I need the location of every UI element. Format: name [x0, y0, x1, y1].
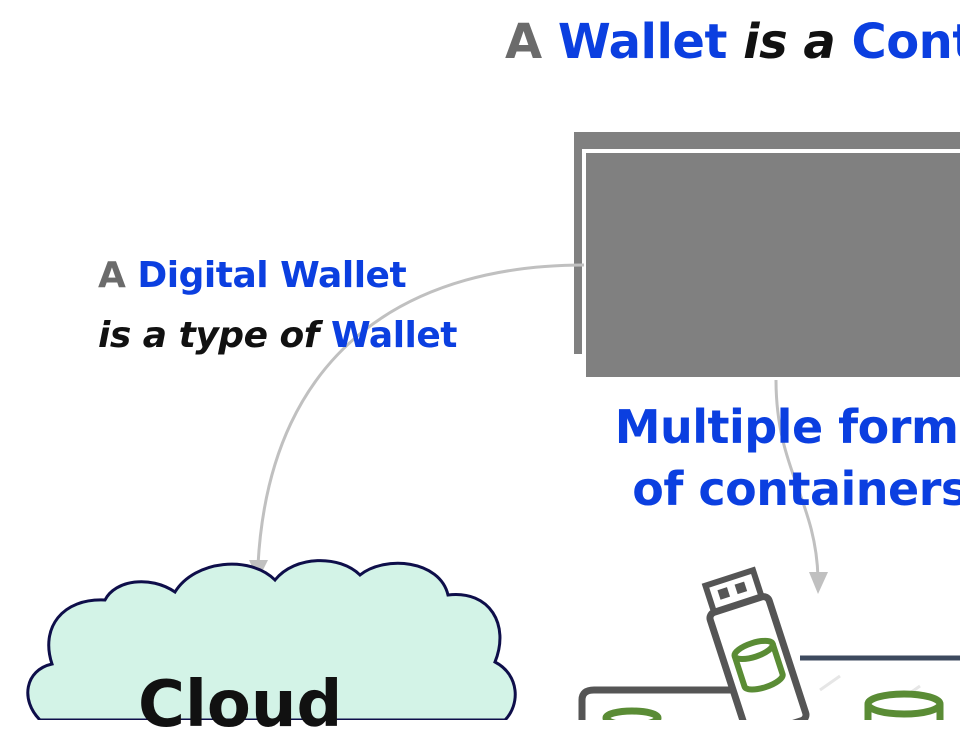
forms-line2: of containers — [632, 462, 960, 516]
digital-wallet-line2: is a type of Wallet — [98, 306, 458, 366]
diagram-canvas — [26, 132, 960, 720]
title: A Wallet is a Conta — [505, 14, 960, 70]
usb-drive-icon — [701, 566, 810, 720]
digital-verb: is a type of — [98, 315, 319, 356]
forms-label: Multiple forms of containers — [590, 396, 960, 520]
title-prefix: A — [505, 14, 542, 70]
title-verb: is a — [743, 14, 836, 70]
database-cylinder-icon — [864, 690, 944, 720]
forms-line1: Multiple forms — [614, 400, 960, 454]
arrow-to-cloud — [256, 263, 585, 566]
digital-prefix: A — [98, 255, 126, 296]
cloud-icon — [26, 559, 517, 720]
cloud-label: Cloud — [138, 668, 343, 742]
title-subject: Wallet — [557, 14, 728, 70]
title-object: Conta — [851, 14, 960, 70]
arrow-to-forms-head — [809, 572, 828, 594]
database-cylinder-icon — [731, 637, 786, 693]
digital-wallet-label: A Digital Wallet is a type of Wallet — [98, 246, 458, 366]
hardware-tray-icon — [578, 686, 744, 720]
wallet-box-front — [582, 149, 960, 381]
digital-wallet-line1: A Digital Wallet — [98, 246, 457, 306]
arrow-to-forms — [774, 379, 820, 579]
database-cylinder-icon — [602, 707, 662, 720]
digital-object: Wallet — [330, 315, 458, 356]
digital-subject: Digital Wallet — [137, 255, 407, 296]
